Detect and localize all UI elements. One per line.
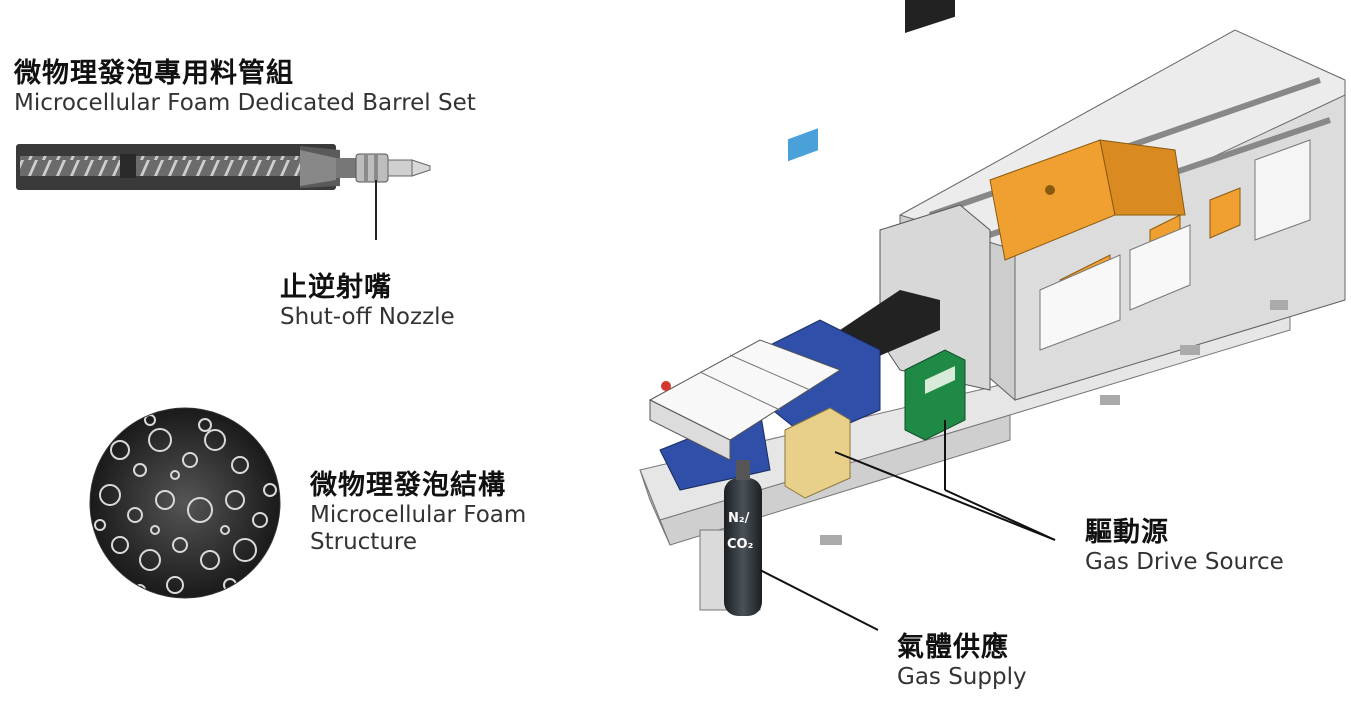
barrel-set-image xyxy=(16,144,431,190)
barrel-set-title-en: Microcellular Foam Dedicated Barrel Set xyxy=(14,90,476,116)
foam-structure-title-en-line2: Structure xyxy=(310,529,417,555)
nozzle-label: 止逆射嘴 Shut-off Nozzle xyxy=(280,272,455,331)
gas-supply-title-zh: 氣體供應 xyxy=(897,632,1009,663)
drive-source-title-zh: 驅動源 xyxy=(1085,517,1169,548)
gas-supply-title-en: Gas Supply xyxy=(897,664,1027,690)
foam-structure-image xyxy=(89,407,281,599)
nozzle-title-en: Shut-off Nozzle xyxy=(280,304,455,330)
drive-source-title-en: Gas Drive Source xyxy=(1085,549,1284,575)
barrel-set-title-zh: 微物理發泡專用料管組 xyxy=(14,58,294,89)
drive-source-label: 驅動源 Gas Drive Source xyxy=(1085,517,1284,576)
gas-supply-label: 氣體供應 Gas Supply xyxy=(897,632,1027,691)
cylinder-label-line2: CO₂ xyxy=(727,537,753,552)
foam-structure-label: 微物理發泡結構 Microcellular Foam Structure xyxy=(310,470,526,556)
foam-structure-title-zh: 微物理發泡結構 xyxy=(310,470,506,501)
injection-machine-image xyxy=(639,0,1346,631)
foam-structure-title-en-line1: Microcellular Foam xyxy=(310,502,527,528)
barrel-set-label: 微物理發泡專用料管組 Microcellular Foam Dedicated … xyxy=(14,58,476,117)
cylinder-label-line1: N₂/ xyxy=(728,511,750,526)
nozzle-title-zh: 止逆射嘴 xyxy=(280,272,392,303)
